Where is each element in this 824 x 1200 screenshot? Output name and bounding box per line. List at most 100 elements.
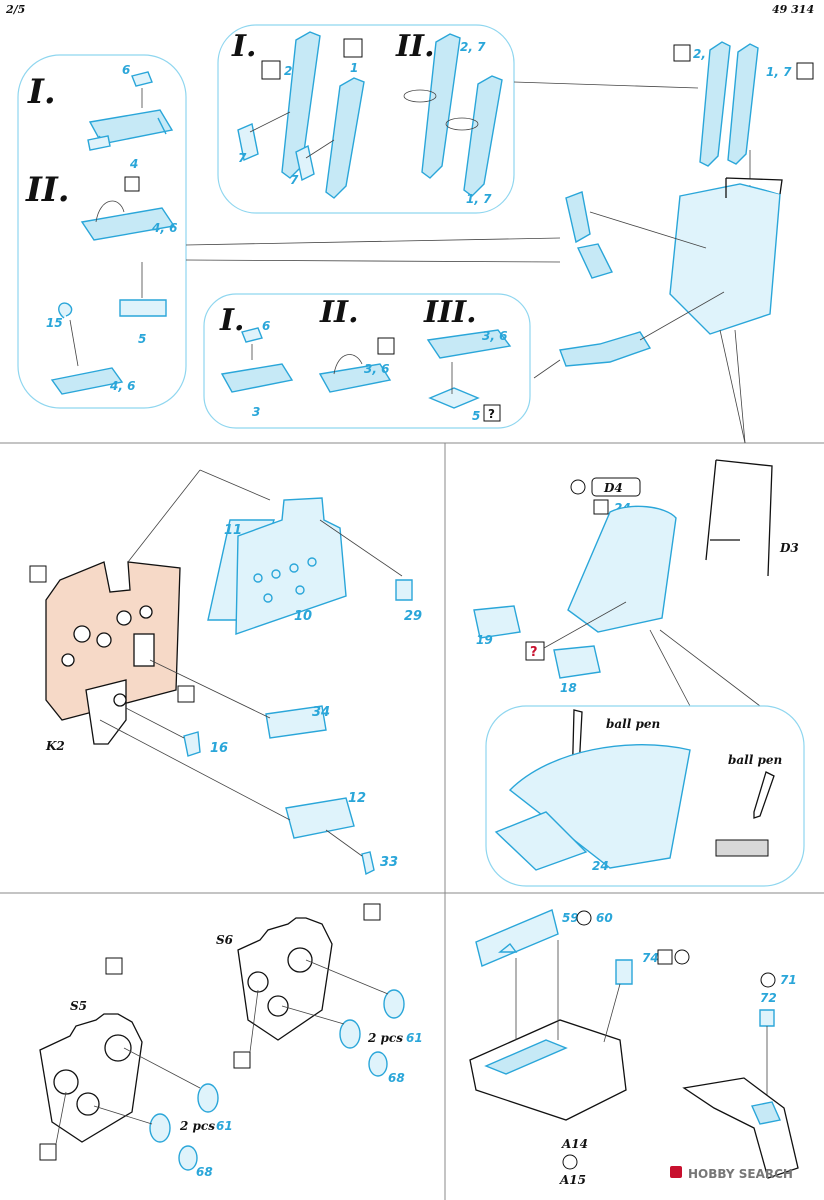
bend-icon bbox=[657, 949, 673, 965]
strap-part bbox=[699, 41, 731, 167]
bend-icon bbox=[673, 44, 691, 62]
kit-part: D4 bbox=[603, 481, 623, 495]
watermark: HOBBY SEARCH bbox=[688, 1167, 793, 1181]
part-number: 4, 6 bbox=[151, 221, 177, 235]
svg-text:?: ? bbox=[530, 645, 538, 660]
paint-icon bbox=[39, 1143, 57, 1161]
part-number: 60 bbox=[596, 911, 613, 925]
kit-part: D3 bbox=[779, 541, 799, 555]
quantity-note: 2 pcs bbox=[179, 1119, 215, 1133]
part-number: 61 bbox=[406, 1031, 423, 1045]
film-icon bbox=[576, 910, 592, 926]
buckle-part bbox=[50, 367, 124, 395]
bend-icon bbox=[343, 38, 363, 58]
callout-bubble-bottom bbox=[203, 293, 531, 429]
callout-bubble-left bbox=[17, 54, 187, 409]
bend-icon bbox=[796, 62, 814, 80]
bend-icon bbox=[593, 499, 609, 515]
svg-text:?: ? bbox=[488, 407, 495, 421]
part-shape bbox=[428, 387, 480, 409]
film-icon bbox=[562, 1154, 578, 1170]
question-icon bbox=[483, 404, 501, 422]
part-number: 3 bbox=[252, 405, 260, 419]
bend-icon bbox=[377, 337, 395, 355]
part-number: 15 bbox=[46, 316, 63, 330]
paint-icon bbox=[177, 685, 195, 703]
remove-icon bbox=[570, 479, 586, 495]
tool-note: ball pen bbox=[728, 753, 782, 767]
kit-part: S6 bbox=[216, 933, 234, 947]
part-shape bbox=[119, 299, 167, 317]
placard-part bbox=[285, 797, 355, 839]
gauge-face-part bbox=[368, 1051, 388, 1077]
paint-icon bbox=[233, 1051, 251, 1069]
part-shape bbox=[241, 327, 263, 343]
part-number: 68 bbox=[196, 1165, 213, 1179]
part-number: 5 bbox=[138, 332, 146, 346]
seat-frame-part bbox=[725, 177, 783, 198]
gauge-face-part bbox=[197, 1083, 219, 1113]
strap-part bbox=[421, 33, 461, 179]
part-number: 4, 6 bbox=[109, 379, 135, 393]
question-icon bbox=[525, 641, 545, 661]
strap-part bbox=[727, 43, 759, 165]
floor-detail bbox=[484, 1039, 568, 1075]
watermark-logo-icon bbox=[670, 1166, 682, 1178]
surface-block bbox=[715, 839, 769, 857]
seat-pad-part bbox=[473, 605, 521, 639]
kit-part: A14 bbox=[561, 1137, 588, 1151]
box-pe-part bbox=[615, 959, 633, 985]
part-number: 6 bbox=[262, 319, 270, 333]
handle-part bbox=[361, 851, 375, 876]
part-number: 3, 6 bbox=[482, 329, 507, 343]
part-number: 1, 7 bbox=[466, 192, 492, 206]
step-label: III. bbox=[423, 295, 477, 330]
part-shape bbox=[498, 943, 518, 953]
kit-part: S5 bbox=[70, 999, 87, 1013]
part-number: 4 bbox=[129, 157, 138, 171]
console-detail bbox=[751, 1101, 781, 1125]
seat-part bbox=[669, 183, 781, 335]
paint-icon bbox=[29, 565, 47, 583]
part-number: 19 bbox=[476, 633, 493, 647]
part-shape bbox=[131, 71, 153, 87]
fold-arrow bbox=[333, 354, 363, 375]
seat-pe-part bbox=[508, 744, 691, 869]
part-number: 61 bbox=[216, 1119, 233, 1133]
part-number: 7 bbox=[238, 151, 247, 165]
strap-part bbox=[463, 75, 503, 197]
part-number: 74 bbox=[642, 951, 659, 965]
belt-pad-part bbox=[80, 207, 176, 241]
kit-part-badge bbox=[591, 477, 641, 497]
step-label: I. bbox=[231, 29, 256, 64]
rotate-arrow bbox=[403, 89, 437, 103]
harness-part bbox=[565, 191, 591, 244]
part-number: 34 bbox=[312, 705, 330, 720]
part-shape bbox=[87, 135, 111, 151]
step-label: II. bbox=[319, 295, 359, 330]
gauge-face-part bbox=[178, 1145, 198, 1171]
panel-lower-part bbox=[85, 679, 127, 745]
lever-part bbox=[183, 731, 201, 757]
ball-pen-icon bbox=[753, 771, 775, 819]
film-icon bbox=[674, 949, 690, 965]
step-label: II. bbox=[25, 170, 70, 210]
seat-part bbox=[567, 505, 677, 633]
film-icon bbox=[760, 972, 776, 988]
part-number: 3, 6 bbox=[364, 362, 389, 376]
seat-frame-part bbox=[705, 459, 773, 577]
part-number: 59 bbox=[562, 911, 579, 925]
belt-pad-part bbox=[88, 109, 174, 149]
part-number: 7 bbox=[290, 173, 299, 187]
part-number: 71 bbox=[780, 973, 797, 987]
part-number: 16 bbox=[210, 741, 228, 756]
part-number: 33 bbox=[380, 855, 398, 870]
buckle-part bbox=[576, 243, 613, 279]
part-number: 10 bbox=[294, 609, 312, 624]
kit-part: A15 bbox=[559, 1173, 586, 1187]
belt-pad-part bbox=[318, 363, 392, 393]
callout-bubble-mid bbox=[217, 24, 515, 214]
part-shape bbox=[237, 123, 259, 161]
gauge-ring-part bbox=[395, 579, 413, 601]
product-code: 49 314 bbox=[772, 3, 814, 16]
